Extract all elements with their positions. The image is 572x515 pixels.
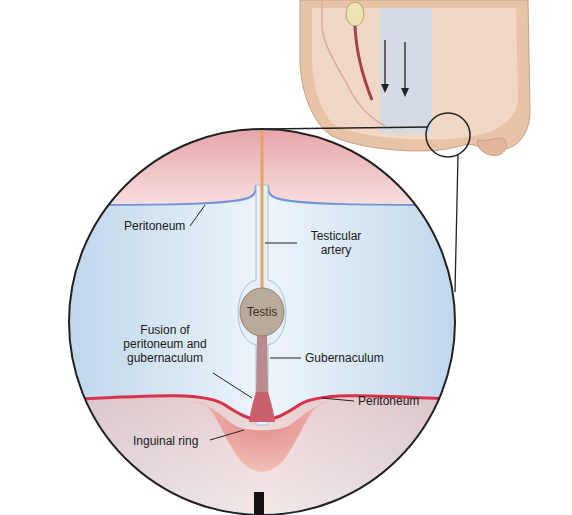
process-line — [322, 0, 385, 126]
part-label: Testicular artery — [300, 229, 372, 257]
organ-oval: Testis — [239, 287, 285, 337]
body-inset — [300, 0, 530, 157]
part-label: Inguinal ring — [133, 434, 198, 448]
arrowhead — [381, 84, 389, 93]
zoom-circle — [426, 113, 470, 157]
oval-shape — [240, 288, 284, 336]
leader-line — [190, 205, 205, 226]
organ-label: Testis — [239, 305, 285, 319]
arrowhead — [401, 88, 409, 97]
leader-line — [270, 358, 301, 359]
leader-line — [210, 430, 244, 440]
testis-small — [346, 2, 364, 26]
part-label: Peritoneum — [358, 394, 419, 408]
torso-inner — [312, 8, 518, 139]
zoom-line — [455, 155, 458, 292]
part-label: Peritoneum — [124, 219, 185, 233]
detail-view — [60, 125, 470, 515]
zoom-line — [266, 127, 428, 129]
descent-arrow — [384, 40, 385, 88]
leader-line — [213, 373, 252, 398]
gubernaculum — [256, 333, 268, 395]
vessel — [355, 26, 372, 100]
fusion-zone — [249, 392, 275, 422]
zoom-outline — [69, 129, 455, 515]
bar — [254, 492, 264, 515]
descent-arrow — [404, 42, 405, 92]
leader-line — [322, 398, 354, 401]
abdominal-region — [380, 8, 432, 133]
background — [60, 125, 470, 515]
testicular-artery — [261, 125, 264, 288]
part-label: Gubernaculum — [305, 351, 384, 365]
part-label: Fusion of peritoneum and gubernaculum — [120, 323, 210, 365]
scrotum — [478, 138, 507, 155]
leader-line — [265, 243, 297, 244]
